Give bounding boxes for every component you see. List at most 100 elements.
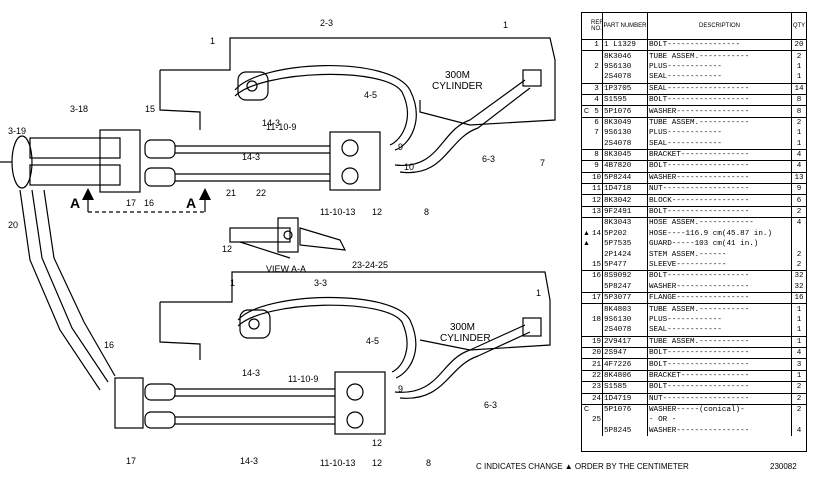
ref-no: 3 <box>591 82 603 95</box>
description: GUARD-----103 cm(41 in.) <box>647 239 792 250</box>
ref-no: 25 <box>591 415 603 426</box>
change-mark <box>582 183 591 195</box>
quantity: 2 <box>791 392 806 405</box>
ref-no: 15 <box>591 259 603 271</box>
change-mark <box>582 415 591 425</box>
change-mark <box>582 116 591 129</box>
quantity: 1 <box>791 335 806 348</box>
callout: 11-10-9 <box>266 122 296 132</box>
description: BOLT------------------ <box>647 346 792 359</box>
ref-no <box>591 425 603 437</box>
change-mark <box>582 128 591 138</box>
part-number <box>602 415 648 426</box>
part-number: 8K3043 <box>602 217 648 229</box>
part-number: 1P3705 <box>602 82 648 95</box>
description: TUBE ASSEM.----------- <box>647 335 792 348</box>
quantity: 2 <box>796 250 802 259</box>
part-number: 5P8247 <box>602 281 648 293</box>
ref-no: 2 <box>591 61 603 73</box>
quantity <box>792 239 807 249</box>
lower-callouts: 1 3-3 4-5 16 14-3 11-10-9 11-10-13 12 8 … <box>104 278 541 468</box>
description: HOSE----116.9 cm(45.87 in.) <box>647 228 792 240</box>
change-mark <box>582 217 591 229</box>
description: BOLT------------------ <box>647 205 792 218</box>
part-number: 2P1424 <box>602 249 648 260</box>
description: TUBE ASSEM.----------- <box>647 50 792 62</box>
ref-no: 1 <box>591 38 603 51</box>
callout: 10 <box>404 162 414 172</box>
description: SLEEVE----------- <box>647 259 792 271</box>
description: PLUS------------ <box>647 314 792 326</box>
callout: 14-3 <box>262 118 280 128</box>
part-number: 5P202 <box>602 228 648 240</box>
callout: 4-5 <box>364 90 377 100</box>
ref-no: 22 <box>591 369 603 382</box>
quantity: 20 <box>791 38 806 51</box>
quantity: 13 <box>791 171 806 184</box>
part-number: 8K4806 <box>602 369 648 382</box>
ref-no <box>591 217 603 229</box>
part-number: 5P1076 <box>602 105 648 118</box>
quantity: 1 <box>791 303 806 315</box>
quantity <box>792 229 807 239</box>
part-number: 5P8245 <box>602 425 648 437</box>
part-number: 8K3049 <box>602 116 648 129</box>
lower-cylinder-line2: CYLINDER <box>440 333 491 344</box>
upper-callouts: 1 2-3 3-18 3-19 15 14-3 14-3 4-5 11-10-9… <box>8 18 545 230</box>
ref-no <box>591 72 603 84</box>
description: BOLT------------------ <box>647 160 792 173</box>
description: TUBE ASSEM.----------- <box>647 116 792 129</box>
callout: 17 <box>126 198 136 208</box>
part-number: 2S4078 <box>602 138 648 150</box>
quantity: 2 <box>796 261 802 269</box>
upper-cylinder-line1: 300M <box>445 70 470 81</box>
quantity: 1 <box>796 73 802 82</box>
callout: 16 <box>144 198 154 208</box>
description: BRACKET--------------- <box>647 369 792 382</box>
callout: 14-3 <box>240 456 258 466</box>
callout: 12 <box>372 458 382 468</box>
legend-note: C INDICATES CHANGE ▲ ORDER BY THE CENTIM… <box>476 462 689 471</box>
change-mark <box>582 50 591 62</box>
change-mark <box>582 194 591 207</box>
quantity: 8 <box>791 93 806 106</box>
callout: 4-5 <box>366 336 379 346</box>
change-mark <box>582 381 591 393</box>
ref-no <box>591 138 603 150</box>
part-number: 8K3046 <box>602 50 648 62</box>
quantity: 1 <box>796 315 802 324</box>
ref-no: 4 <box>591 93 603 106</box>
quantity: 1 <box>796 139 802 148</box>
part-number: 5P7535 <box>602 239 648 250</box>
description: BOLT---------------- <box>647 38 792 51</box>
change-mark: C <box>582 403 591 416</box>
upper-cylinder-label: 300M CYLINDER <box>432 70 483 92</box>
quantity: 2 <box>791 116 806 129</box>
part-number: 9F2491 <box>602 205 648 218</box>
description-header: DESCRIPTION <box>647 13 792 40</box>
description: SEAL------------------ <box>647 82 792 95</box>
part-number: 8K3045 <box>602 148 648 161</box>
quantity: 3 <box>791 358 806 371</box>
ref-no: 8 <box>591 148 603 161</box>
table-row: ▲5P7535 GUARD-----103 cm(41 in.) <box>582 239 807 250</box>
ref-no: 17 <box>591 291 603 304</box>
part-number: 2S4078 <box>602 325 648 337</box>
ref-no: 21 <box>591 358 603 371</box>
ref-no: 5 <box>591 105 603 118</box>
part-number: 1D4718 <box>602 183 648 195</box>
ref-no <box>591 325 603 337</box>
description: SEAL------------ <box>647 325 792 337</box>
part-number: 2V9417 <box>602 335 648 348</box>
